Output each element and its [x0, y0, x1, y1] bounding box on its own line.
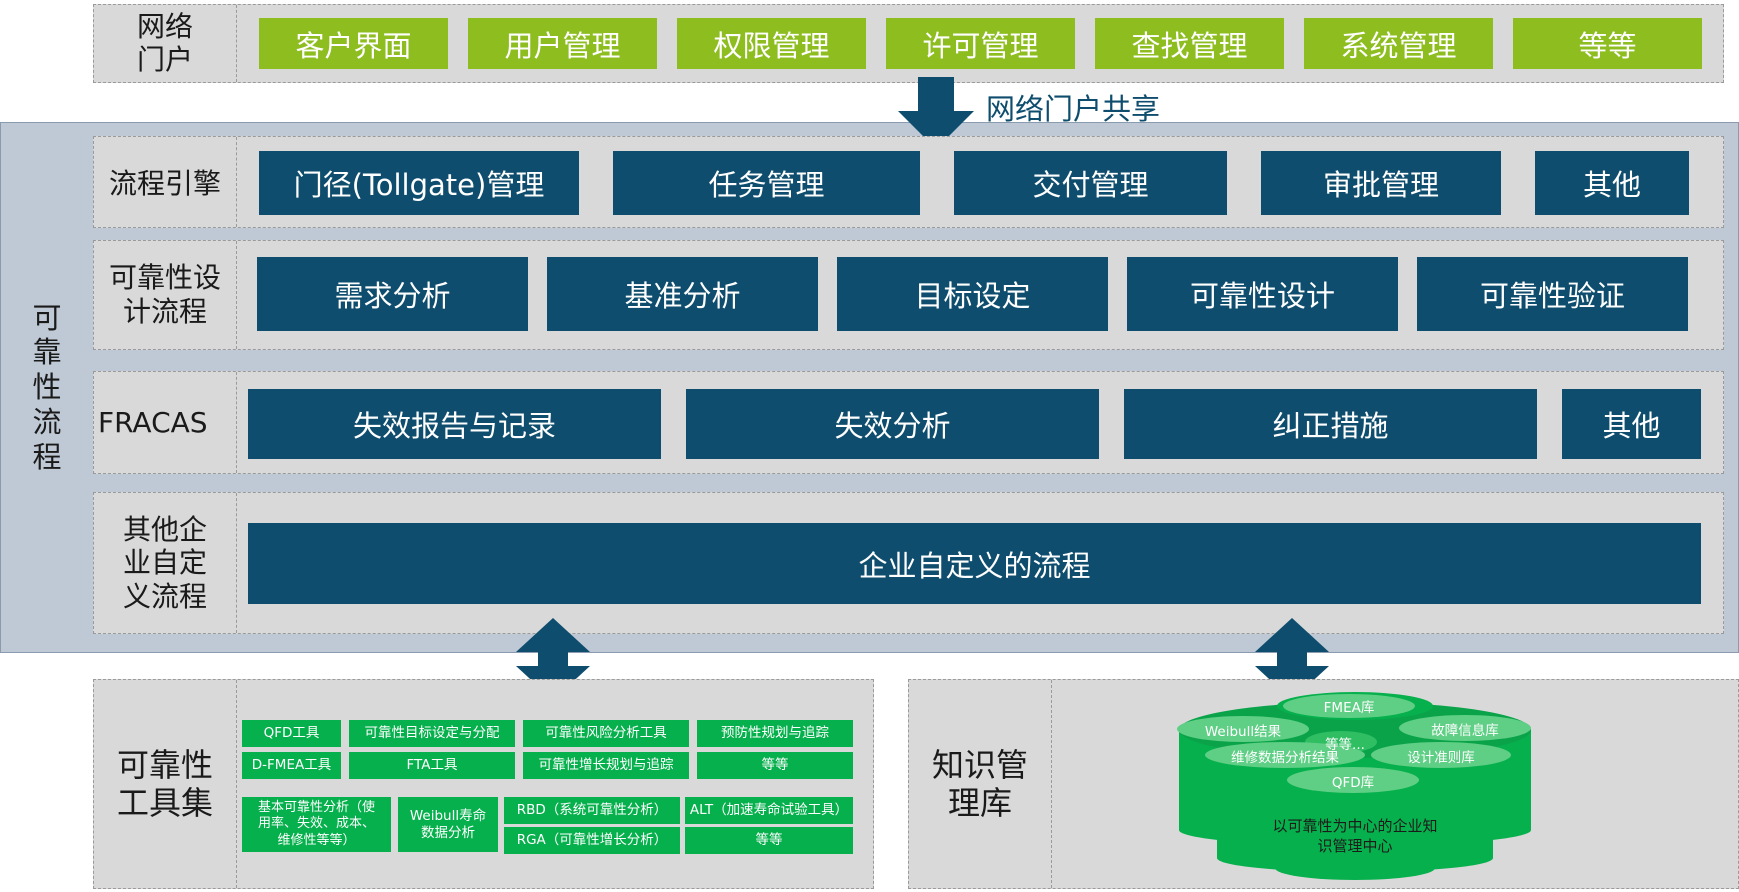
knowledge-cylinder-graphic — [1177, 692, 1531, 880]
fracas-corrective-action-button[interactable]: 纠正措施 — [1124, 389, 1537, 459]
tool-alt[interactable]: ALT（加速寿命试验工具） — [685, 797, 853, 824]
tool-risk-analysis[interactable]: 可靠性风险分析工具 — [523, 720, 689, 747]
flow-other-button[interactable]: 其他 — [1535, 151, 1689, 215]
flow-engine-label: 流程引擎 — [94, 137, 237, 227]
portal-item-search-mgmt[interactable]: 查找管理 — [1095, 18, 1284, 69]
custom-flow-panel: 其他企业自定义流程 企业自定义的流程 — [93, 492, 1724, 634]
toolset-panel: 可靠性工具集 QFD工具 可靠性目标设定与分配 可靠性风险分析工具 预防性规划与… — [93, 679, 874, 889]
knowledge-weibull-results[interactable]: Weibull结果 — [1204, 724, 1282, 740]
design-target-button[interactable]: 目标设定 — [837, 257, 1108, 331]
tool-basic-analysis[interactable]: 基本可靠性分析（使用率、失效、成本、维修性等等） — [242, 797, 391, 852]
fracas-other-button[interactable]: 其他 — [1562, 389, 1701, 459]
reliability-process-side-label: 可靠性流程 — [32, 300, 62, 474]
portal-item-system-mgmt[interactable]: 系统管理 — [1304, 18, 1493, 69]
tool-etc-1[interactable]: 等等 — [697, 752, 853, 779]
flow-tollgate-button[interactable]: 门径(Tollgate)管理 — [259, 151, 579, 215]
portal-item-permission-mgmt[interactable]: 权限管理 — [677, 18, 866, 69]
fracas-label: FRACAS — [94, 372, 237, 473]
flow-task-button[interactable]: 任务管理 — [613, 151, 920, 215]
knowledge-fmea-lib[interactable]: FMEA库 — [1323, 700, 1375, 716]
portal-item-etc[interactable]: 等等 — [1513, 18, 1702, 69]
knowledge-center-label: 以可靠性为中心的企业知识管理中心 — [1272, 817, 1438, 855]
tool-rbd[interactable]: RBD（系统可靠性分析） — [504, 797, 680, 824]
knowledge-maintenance-analysis[interactable]: 维修数据分析结果 — [1231, 750, 1339, 766]
knowledge-etc: 等等... — [1325, 737, 1365, 753]
tool-etc-2[interactable]: 等等 — [685, 827, 853, 854]
toolset-label: 可靠性工具集 — [94, 680, 237, 888]
design-requirement-button[interactable]: 需求分析 — [257, 257, 528, 331]
design-reliability-design-button[interactable]: 可靠性设计 — [1127, 257, 1398, 331]
fracas-failure-analysis-button[interactable]: 失效分析 — [686, 389, 1099, 459]
fracas-panel: FRACAS 失效报告与记录 失效分析 纠正措施 其他 — [93, 371, 1724, 474]
design-flow-panel: 可靠性设计流程 需求分析 基准分析 目标设定 可靠性设计 可靠性验证 — [93, 240, 1724, 350]
portal-label: 网络门户 — [94, 5, 237, 82]
knowledge-label: 知识管理库 — [909, 680, 1052, 888]
tool-qfd[interactable]: QFD工具 — [242, 720, 341, 747]
design-verification-button[interactable]: 可靠性验证 — [1417, 257, 1688, 331]
knowledge-design-criteria-lib[interactable]: 设计准则库 — [1407, 750, 1475, 766]
portal-item-license-mgmt[interactable]: 许可管理 — [886, 18, 1075, 69]
fracas-failure-report-button[interactable]: 失效报告与记录 — [248, 389, 661, 459]
portal-share-arrow — [898, 77, 974, 149]
design-benchmark-button[interactable]: 基准分析 — [547, 257, 818, 331]
tool-preventive-planning[interactable]: 预防性规划与追踪 — [697, 720, 853, 747]
flow-delivery-button[interactable]: 交付管理 — [954, 151, 1227, 215]
tool-target-allocation[interactable]: 可靠性目标设定与分配 — [349, 720, 515, 747]
design-flow-label: 可靠性设计流程 — [94, 241, 237, 349]
tool-growth-planning[interactable]: 可靠性增长规划与追踪 — [523, 752, 689, 779]
custom-flow-label: 其他企业自定义流程 — [94, 493, 237, 633]
tool-dfmea[interactable]: D-FMEA工具 — [242, 752, 341, 779]
portal-share-label: 网络门户共享 — [986, 92, 1161, 126]
flow-engine-panel: 流程引擎 门径(Tollgate)管理 任务管理 交付管理 审批管理 其他 — [93, 136, 1724, 228]
tool-weibull[interactable]: Weibull寿命数据分析 — [398, 797, 498, 852]
knowledge-qfd-lib[interactable]: QFD库 — [1331, 775, 1375, 791]
portal-item-user-mgmt[interactable]: 用户管理 — [468, 18, 657, 69]
knowledge-failure-info-lib[interactable]: 故障信息库 — [1431, 723, 1499, 739]
custom-flow-button[interactable]: 企业自定义的流程 — [248, 523, 1701, 604]
tool-fta[interactable]: FTA工具 — [349, 752, 515, 779]
knowledge-panel: 知识管理库 FMEA库 Weibull结果 故障信息库 等等... 维修数据分析… — [908, 679, 1739, 889]
tool-rga[interactable]: RGA（可靠性增长分析） — [504, 827, 680, 854]
flow-approval-button[interactable]: 审批管理 — [1261, 151, 1501, 215]
portal-panel: 网络门户 客户界面 用户管理 权限管理 许可管理 查找管理 系统管理 等等 — [93, 4, 1724, 83]
portal-item-customer-ui[interactable]: 客户界面 — [259, 18, 448, 69]
